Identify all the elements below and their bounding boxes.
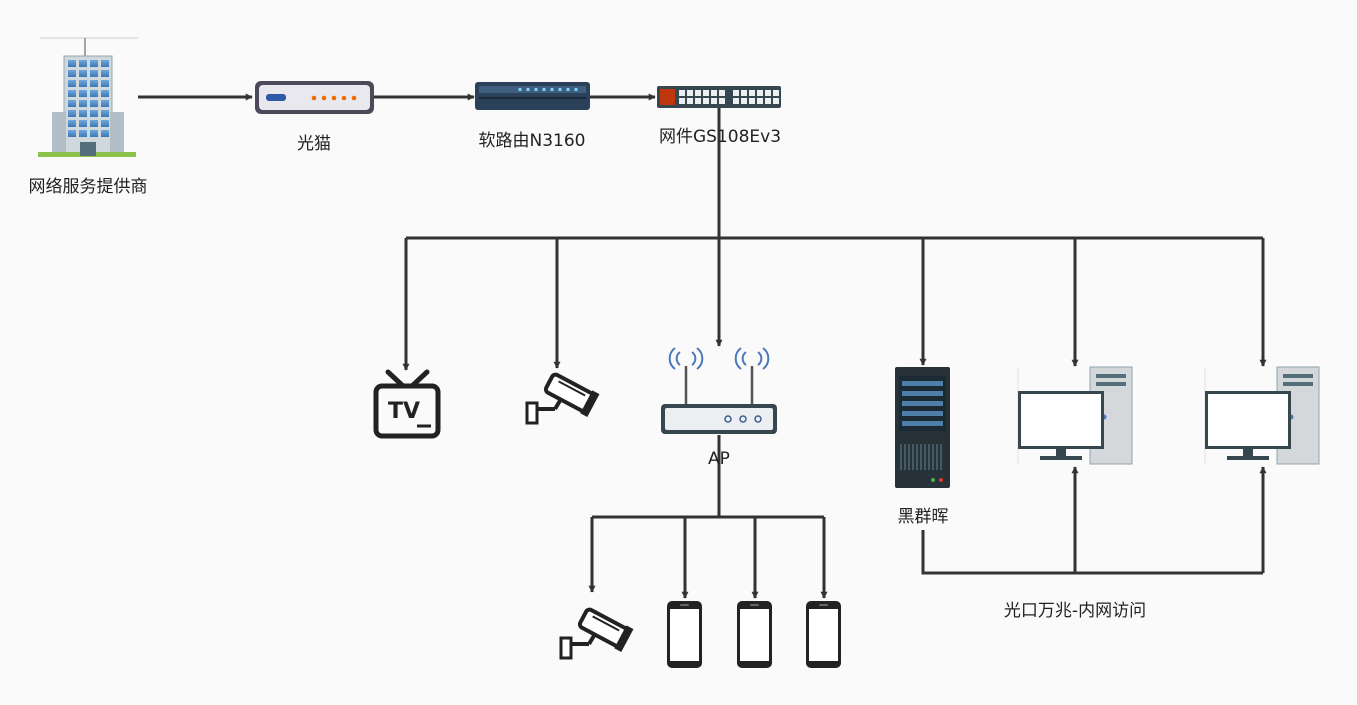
building-window — [90, 60, 98, 67]
switch-port — [719, 98, 725, 104]
building-window — [90, 90, 98, 97]
fiber-link-label: 光口万兆-内网访问 — [1003, 601, 1147, 621]
building-window — [68, 60, 76, 67]
switch-port — [687, 98, 693, 104]
building-window — [101, 90, 109, 97]
building-window — [90, 80, 98, 87]
router-led — [526, 87, 530, 92]
router-led — [542, 87, 546, 92]
soft-router-icon — [475, 82, 590, 110]
building-window — [101, 100, 109, 107]
switch-port — [703, 90, 709, 96]
switch-port — [741, 90, 747, 96]
switch-port — [733, 90, 739, 96]
server-icon — [895, 367, 950, 488]
router-led — [534, 87, 538, 92]
building-window — [79, 80, 87, 87]
building-window — [90, 130, 98, 137]
nas-label: 黑群晖 — [897, 507, 949, 527]
building-window — [101, 110, 109, 117]
building-window — [101, 130, 109, 137]
isp-label: 网络服务提供商 — [28, 177, 148, 197]
building-window — [68, 100, 76, 107]
ap-label: AP — [708, 449, 730, 469]
tv-icon: TV — [373, 369, 441, 439]
building-window — [101, 70, 109, 77]
modem-label: 光猫 — [297, 134, 331, 154]
office-building-icon — [38, 37, 138, 157]
router-led — [550, 87, 554, 92]
switch-label: 网件GS108Ev3 — [658, 127, 782, 147]
router-led — [518, 87, 522, 92]
switch-port — [765, 98, 771, 104]
building-window — [90, 70, 98, 77]
security-camera-icon — [559, 607, 634, 660]
smartphone-icon — [737, 601, 772, 668]
switch-port — [757, 90, 763, 96]
switch-port — [741, 98, 747, 104]
optical-modem-icon — [255, 81, 374, 114]
router-led — [574, 87, 578, 92]
switch-port — [749, 90, 755, 96]
building-window — [90, 120, 98, 127]
router-label: 软路由N3160 — [478, 131, 586, 151]
server-drive-bay — [902, 411, 943, 416]
switch-port — [695, 98, 701, 104]
building-window — [68, 90, 76, 97]
building-window — [79, 60, 87, 67]
security-camera-icon — [525, 372, 600, 425]
building-window — [68, 130, 76, 137]
building-window — [101, 80, 109, 87]
switch-port — [765, 90, 771, 96]
building-window — [90, 100, 98, 107]
server-drive-bay — [902, 421, 943, 426]
server-drive-bay — [902, 381, 943, 386]
building-window — [68, 80, 76, 87]
switch-port — [679, 90, 685, 96]
switch-port — [749, 98, 755, 104]
switch-port — [711, 98, 717, 104]
router-led — [566, 87, 570, 92]
switch-port — [733, 98, 739, 104]
building-window — [101, 120, 109, 127]
network-switch-icon — [657, 86, 781, 108]
building-window — [79, 70, 87, 77]
building-window — [79, 130, 87, 137]
tv-label-text: TV — [388, 399, 420, 424]
switch-port — [773, 98, 779, 104]
smartphone-icon — [667, 601, 702, 668]
connectors — [138, 93, 1267, 599]
router-led — [558, 87, 562, 92]
switch-port — [711, 90, 717, 96]
switch-port — [773, 90, 779, 96]
building-window — [68, 110, 76, 117]
switch-port — [719, 90, 725, 96]
building-window — [68, 70, 76, 77]
building-window — [68, 120, 76, 127]
building-window — [90, 110, 98, 117]
building-window — [101, 60, 109, 67]
smartphone-icon — [806, 601, 841, 668]
switch-port — [703, 98, 709, 104]
server-drive-bay — [902, 391, 943, 396]
building-window — [79, 90, 87, 97]
fiber-link-bus — [921, 530, 1263, 575]
building-window — [79, 100, 87, 107]
server-drive-bay — [902, 401, 943, 406]
desktop-computer-icon — [1204, 366, 1320, 465]
switch-port — [679, 98, 685, 104]
building-window — [79, 120, 87, 127]
switch-port — [687, 90, 693, 96]
desktop-computer-icon — [1017, 366, 1133, 465]
switch-port — [695, 90, 701, 96]
building-window — [79, 110, 87, 117]
switch-port — [757, 98, 763, 104]
wireless-access-point-icon — [661, 347, 777, 434]
